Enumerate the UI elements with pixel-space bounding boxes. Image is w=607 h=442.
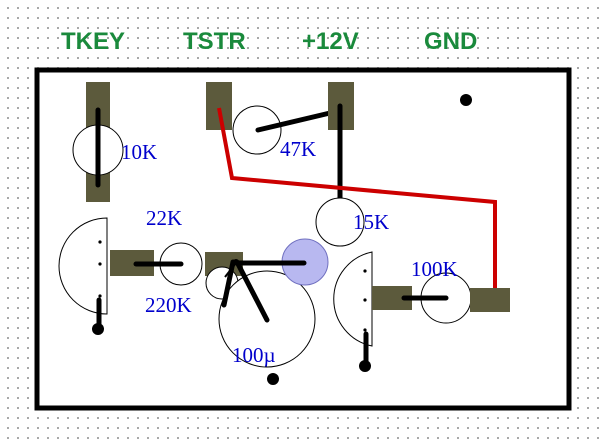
transistor-right-joint — [359, 360, 371, 372]
terminal-label-tkey: TKEY — [61, 28, 125, 55]
transistor-left-joint — [92, 323, 104, 335]
terminal-label-tstr: TSTR — [183, 28, 246, 55]
transistor-left-pin-mid — [98, 262, 102, 266]
label-100u: 100µ — [232, 343, 276, 367]
terminal-label-12v: +12V — [302, 28, 359, 55]
label-220k: 220K — [145, 293, 192, 317]
transistor-left — [58, 217, 108, 315]
pad-gnd — [470, 288, 510, 312]
mounting-hole — [460, 94, 472, 106]
transistor-left-pin-top — [98, 240, 102, 244]
transistor-right-pin-top — [363, 269, 367, 273]
label-47k: 47K — [280, 137, 316, 161]
transistor-right-pin-mid — [363, 298, 367, 302]
resistor-15k — [315, 197, 365, 247]
capacitor-100u-lead-b — [221, 259, 236, 308]
resistor-47k-lead — [255, 110, 333, 133]
capacitor-joint — [267, 373, 279, 385]
label-100k: 100K — [411, 257, 458, 281]
label-10k: 10K — [121, 140, 157, 164]
transistor-left-pin-bot — [98, 294, 102, 298]
pad-tstr — [206, 82, 232, 130]
capacitor-100u-lead — [234, 259, 270, 323]
label-22k: 22K — [146, 206, 182, 230]
transistor-right-pin-bot — [363, 328, 367, 332]
center-joint — [233, 259, 239, 265]
label-15k: 15K — [353, 210, 389, 234]
transistor-right — [333, 251, 373, 347]
red-jumper-wire — [217, 107, 497, 302]
terminal-label-gnd: GND — [424, 28, 477, 55]
